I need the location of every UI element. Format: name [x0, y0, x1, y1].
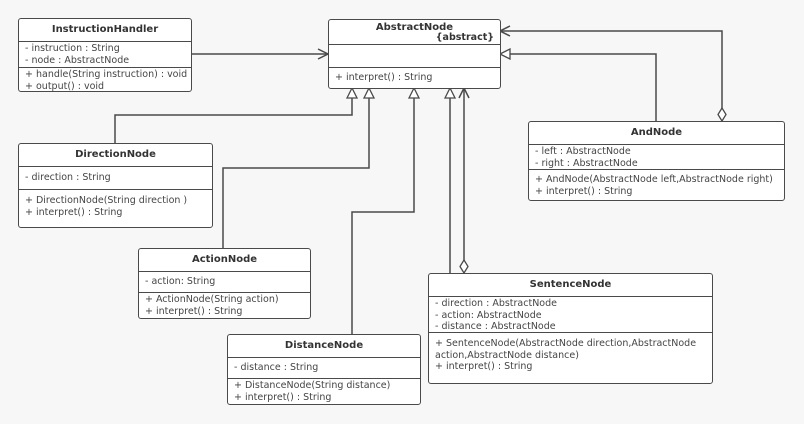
- attribute: - direction : AbstractNode: [435, 298, 557, 309]
- class-andnode[interactable]: AndNode - left : AbstractNode - right : …: [528, 121, 785, 201]
- class-header: InstructionHandler: [19, 19, 191, 42]
- attribute: - right : AbstractNode: [535, 157, 638, 169]
- attributes-section: - action: String: [139, 272, 310, 293]
- attribute: - node : AbstractNode: [25, 54, 130, 66]
- generalization-andnode: [500, 54, 657, 121]
- class-instructionhandler[interactable]: InstructionHandler - instruction : Strin…: [18, 18, 192, 92]
- class-name: DirectionNode: [75, 149, 156, 160]
- method: + output() : void: [25, 80, 105, 92]
- methods-section: + DirectionNode(String direction ) + int…: [19, 190, 212, 218]
- attributes-section: - distance : String: [228, 358, 420, 379]
- method: + DistanceNode(String distance): [234, 380, 391, 391]
- attributes-section: - left : AbstractNode - right : Abstract…: [529, 145, 784, 170]
- methods-section: + AndNode(AbstractNode left,AbstractNode…: [529, 170, 784, 197]
- class-directionnode[interactable]: DirectionNode - direction : String + Dir…: [18, 143, 213, 228]
- class-name: InstructionHandler: [51, 24, 159, 35]
- class-header: ActionNode: [139, 249, 310, 272]
- method: + interpret() : String: [145, 305, 243, 317]
- method: + interpret() : String: [25, 206, 123, 218]
- attribute: - direction : String: [25, 172, 111, 183]
- methods-section: + ActionNode(String action) + interpret(…: [139, 293, 310, 317]
- aggregation-andnode: [500, 31, 722, 121]
- class-name: SentenceNode: [529, 279, 612, 290]
- generalization-distancenode: [351, 88, 414, 334]
- method: + interpret() : String: [535, 185, 633, 197]
- attribute: - distance : AbstractNode: [435, 321, 556, 332]
- class-name: DistanceNode: [284, 340, 364, 351]
- method: + SentenceNode(AbstractNode direction,Ab…: [435, 338, 697, 361]
- method: + interpret() : String: [335, 72, 433, 83]
- class-header: DirectionNode: [19, 144, 212, 167]
- generalization-actionnode: [222, 88, 369, 248]
- class-actionnode[interactable]: ActionNode - action: String + ActionNode…: [138, 248, 311, 319]
- methods-section: + interpret() : String: [329, 68, 500, 84]
- attribute: - distance : String: [234, 362, 319, 373]
- methods-section: + SentenceNode(AbstractNode direction,Ab…: [429, 333, 712, 373]
- generalization-directionnode: [114, 88, 352, 143]
- attribute: - action: AbstractNode: [435, 309, 542, 321]
- class-header: AbstractNode {abstract}: [329, 20, 500, 45]
- class-header: AndNode: [529, 122, 784, 145]
- class-name: ActionNode: [191, 254, 258, 265]
- attribute: - action: String: [145, 276, 216, 287]
- attributes-section: - instruction : String - node : Abstract…: [19, 42, 191, 68]
- attributes-section: [329, 45, 500, 68]
- class-name: AbstractNode: [375, 22, 454, 33]
- attribute: - instruction : String: [25, 43, 120, 54]
- method: + handle(String instruction) : void: [25, 69, 188, 80]
- attribute: - left : AbstractNode: [535, 146, 631, 157]
- class-stereotype: {abstract}: [435, 32, 494, 43]
- class-sentencenode[interactable]: SentenceNode - direction : AbstractNode …: [428, 273, 713, 384]
- method: + AndNode(AbstractNode left,AbstractNode…: [535, 174, 773, 185]
- method: + DirectionNode(String direction ): [25, 195, 188, 206]
- class-header: DistanceNode: [228, 335, 420, 358]
- attributes-section: - direction : AbstractNode - action: Abs…: [429, 297, 712, 333]
- attributes-section: - direction : String: [19, 167, 212, 190]
- class-abstractnode[interactable]: AbstractNode {abstract} + interpret() : …: [328, 19, 501, 89]
- class-name: AndNode: [630, 127, 683, 138]
- methods-section: + DistanceNode(String distance) + interp…: [228, 379, 420, 403]
- method: + interpret() : String: [234, 391, 332, 403]
- methods-section: + handle(String instruction) : void + ou…: [19, 68, 191, 92]
- method: + interpret() : String: [435, 361, 533, 372]
- class-header: SentenceNode: [429, 274, 712, 297]
- method: + ActionNode(String action): [145, 294, 279, 305]
- class-distancenode[interactable]: DistanceNode - distance : String + Dista…: [227, 334, 421, 405]
